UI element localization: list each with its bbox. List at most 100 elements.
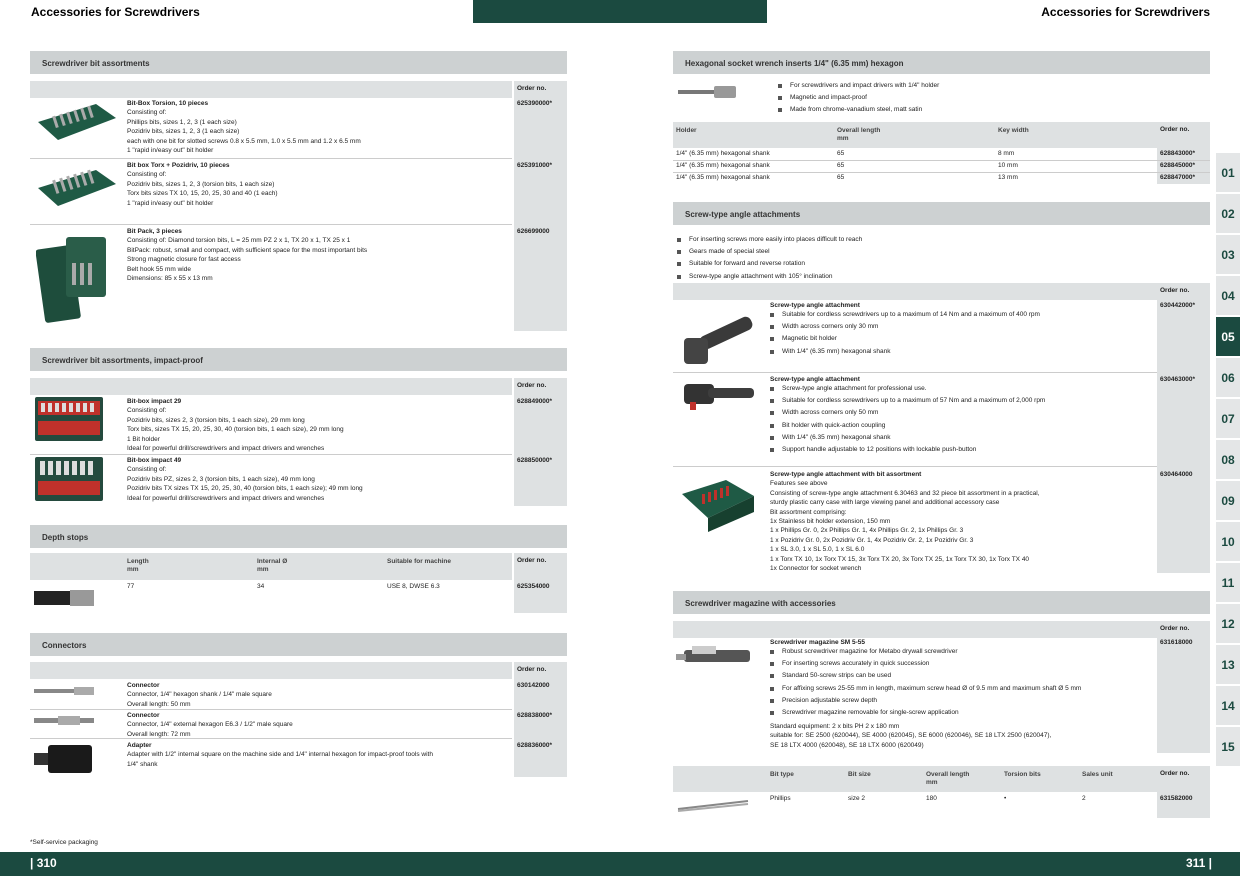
chapter-tab-04[interactable]: 04	[1216, 276, 1240, 315]
product-desc: Bit-box impact 49 Consisting of:Pozidriv…	[127, 457, 363, 502]
connector-image	[34, 683, 96, 695]
product-desc: Bit box Torx + Pozidriv, 10 pieces Consi…	[127, 162, 278, 207]
product-desc: Bit Pack, 3 pieces Consisting of: Diamon…	[127, 228, 368, 283]
section-impact-proof: Screwdriver bit assortments, impact-proo…	[30, 348, 567, 371]
section-depth-stops: Depth stops	[30, 525, 567, 548]
depth-stop-image	[34, 588, 96, 608]
order-number: 628847000*	[1160, 174, 1196, 181]
chapter-tab-02[interactable]: 02	[1216, 194, 1240, 233]
order-column: Order no.	[514, 81, 567, 331]
bit-assortment-case-image	[678, 474, 758, 534]
cell-length: 65	[837, 174, 845, 181]
product-name: Screw-type angle attachment	[770, 376, 860, 383]
order-number: 625391000*	[517, 162, 553, 169]
order-number: 628845000*	[1160, 162, 1196, 169]
order-number: 630142000	[517, 682, 550, 689]
product-name: Screwdriver magazine SM 5-55	[770, 639, 866, 646]
chapter-tab-08[interactable]: 08	[1216, 440, 1240, 479]
feature-list: Robust screwdriver magazine for Metabo d…	[770, 646, 1081, 719]
right-page-number: 311 |	[1185, 856, 1212, 870]
section-magazine: Screwdriver magazine with accessories	[673, 591, 1210, 614]
cell-length: 180	[926, 795, 937, 802]
cell-holder: 1/4" (6.35 mm) hexagonal shank	[676, 174, 770, 181]
order-number: 628849000*	[517, 398, 553, 405]
order-column: Order no.	[514, 378, 567, 506]
col-sales-unit: Sales unit	[1082, 771, 1113, 778]
screwdriver-magazine-image	[676, 642, 761, 668]
order-number: 625390000*	[517, 100, 553, 107]
cell-key-width: 13 mm	[998, 174, 1018, 181]
bit-box-impact-29-image	[35, 397, 103, 441]
product-desc: Connector Connector, 1/4" hexagon shank …	[127, 682, 272, 708]
chapter-tab-15[interactable]: 15	[1216, 727, 1240, 766]
cell-torsion-bits: •	[1004, 795, 1007, 802]
section-hex-inserts: Hexagonal socket wrench inserts 1/4" (6.…	[673, 51, 1210, 74]
chapter-tab-09[interactable]: 09	[1216, 481, 1240, 520]
chapter-tab-13[interactable]: 13	[1216, 645, 1240, 684]
product-desc: Bit-Box Torsion, 10 pieces Consisting of…	[127, 100, 361, 155]
chapter-tab-05[interactable]: 05	[1216, 317, 1240, 356]
chapter-tab-07[interactable]: 07	[1216, 399, 1240, 438]
product-desc: Screw-type angle attachment with bit ass…	[770, 471, 1040, 573]
connector-image	[34, 713, 96, 725]
cell-key-width: 10 mm	[998, 162, 1018, 169]
feature-list: Screw-type angle attachment for professi…	[770, 383, 1045, 456]
bit-box-impact-49-image	[35, 457, 103, 501]
section-angle-attachments: Screw-type angle attachments	[673, 202, 1210, 225]
chapter-tab-12[interactable]: 12	[1216, 604, 1240, 643]
chapter-tab-14[interactable]: 14	[1216, 686, 1240, 725]
col-suitable-machine: Suitable for machine	[387, 558, 451, 565]
cell-holder: 1/4" (6.35 mm) hexagonal shank	[676, 162, 770, 169]
order-number: 631582000	[1160, 795, 1193, 802]
bit-box-torsion-image	[36, 100, 118, 144]
feature-list: For screwdrivers and impact drivers with…	[778, 80, 939, 117]
cell-length: 65	[837, 150, 845, 157]
order-number: 630442000*	[1160, 302, 1196, 309]
cell-internal-diameter: 34	[257, 583, 265, 590]
order-number: 628838000*	[517, 712, 553, 719]
product-name: Screw-type angle attachment	[770, 302, 860, 309]
cell-key-width: 8 mm	[998, 150, 1015, 157]
order-column: Order no.	[1157, 122, 1210, 184]
order-number: 630464000	[1160, 471, 1193, 478]
order-column: Order no.	[514, 662, 567, 777]
bit-image	[676, 798, 751, 812]
chapter-tab-11[interactable]: 11	[1216, 563, 1240, 602]
col-bit-size: Bit size	[848, 771, 871, 778]
cell-bit-size: size 2	[848, 795, 865, 802]
cell-sales-unit: 2	[1082, 795, 1086, 802]
order-number: 628843000*	[1160, 150, 1196, 157]
cell-holder: 1/4" (6.35 mm) hexagonal shank	[676, 150, 770, 157]
col-torsion-bits: Torsion bits	[1004, 771, 1041, 778]
order-number: 630463000*	[1160, 376, 1196, 383]
feature-list: For inserting screws more easily into pl…	[677, 234, 862, 283]
bottom-bar	[0, 852, 1240, 876]
order-number: 631618000	[1160, 639, 1193, 646]
cell-length: 65	[837, 162, 845, 169]
order-column: Order no.	[1157, 283, 1210, 573]
adapter-image	[34, 743, 96, 775]
cell-bit-type: Phillips	[770, 795, 791, 802]
product-desc: Bit-box impact 29 Consisting of:Pozidriv…	[127, 398, 344, 453]
order-column: Order no.	[1157, 766, 1210, 818]
angle-attachment-image	[678, 308, 758, 368]
section-connectors: Connectors	[30, 633, 567, 656]
right-page-title: Accessories for Screwdrivers	[1041, 5, 1210, 19]
product-desc: Connector Connector, 1/4" external hexag…	[127, 712, 293, 738]
feature-list: Suitable for cordless screwdrivers up to…	[770, 309, 1040, 358]
order-number: 628850000*	[517, 457, 553, 464]
chapter-tab-10[interactable]: 10	[1216, 522, 1240, 561]
left-page-number: | 310	[30, 856, 57, 870]
product-desc: Adapter Adapter with 1/2" internal squar…	[127, 742, 433, 768]
col-holder: Holder	[676, 127, 697, 134]
col-key-width: Key width	[998, 127, 1029, 134]
order-number: 625354000	[517, 583, 550, 590]
bit-pack-image	[35, 233, 118, 325]
chapter-tab-06[interactable]: 06	[1216, 358, 1240, 397]
chapter-tab-03[interactable]: 03	[1216, 235, 1240, 274]
chapter-tab-01[interactable]: 01	[1216, 153, 1240, 192]
